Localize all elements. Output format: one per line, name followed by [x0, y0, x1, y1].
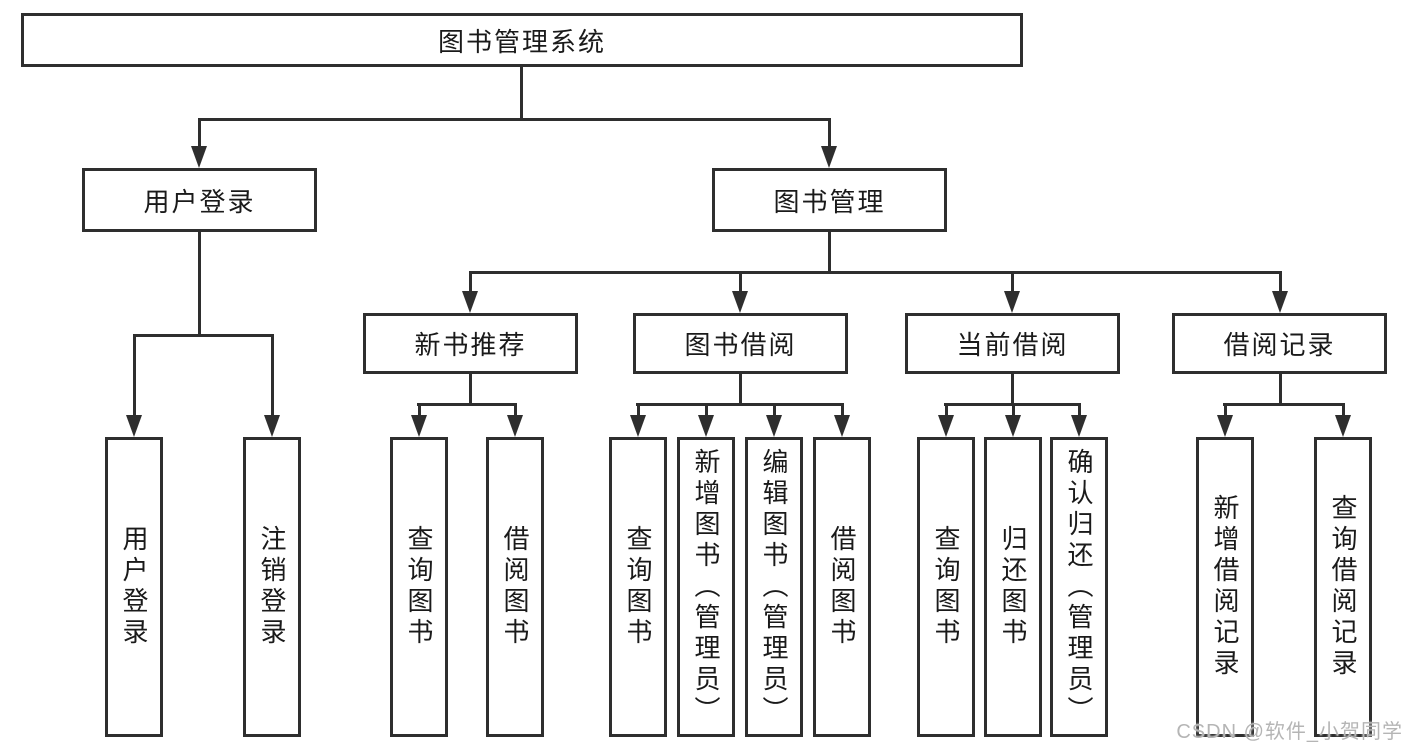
leaf-cb-confirm-return-admin: 确认归还（管理员） [1050, 437, 1108, 737]
edge-line [469, 271, 1282, 274]
edge-line [841, 403, 844, 417]
edge-line [469, 374, 472, 405]
arrowhead-icon [126, 415, 142, 437]
leaf-bb-add-book-admin: 新增图书（管理员） [677, 437, 735, 737]
leaf-label: 查询图书 [931, 525, 961, 649]
leaf-cb-query-book: 查询图书 [917, 437, 975, 737]
node-current-borrow: 当前借阅 [905, 313, 1120, 374]
arrowhead-icon [264, 415, 280, 437]
edge-line [828, 118, 831, 148]
node-book-management: 图书管理 [712, 168, 947, 232]
node-new-book-recommend: 新书推荐 [363, 313, 578, 374]
leaf-nb-borrow-book: 借阅图书 [486, 437, 544, 737]
leaf-logout: 注销登录 [243, 437, 301, 737]
edge-line [1012, 403, 1015, 417]
edge-line [739, 374, 742, 405]
edge-line [773, 403, 776, 417]
leaf-label: 用户登录 [119, 525, 149, 649]
edge-line [739, 271, 742, 293]
leaf-cb-return-book: 归还图书 [984, 437, 1042, 737]
arrowhead-icon [698, 415, 714, 437]
arrowhead-icon [1004, 291, 1020, 313]
arrowhead-icon [630, 415, 646, 437]
leaf-label: 新增图书（管理员） [691, 447, 721, 727]
edge-line [198, 118, 201, 148]
arrowhead-icon [821, 146, 837, 168]
edge-line [1342, 403, 1345, 417]
arrowhead-icon [1217, 415, 1233, 437]
watermark: CSDN @软件_小贺同学 [1176, 721, 1403, 743]
arrowhead-icon [462, 291, 478, 313]
edge-line [198, 118, 831, 121]
edge-line [828, 232, 831, 274]
leaf-label: 查询借阅记录 [1328, 494, 1358, 680]
node-book-borrow: 图书借阅 [633, 313, 848, 374]
leaf-bb-query-book: 查询图书 [609, 437, 667, 737]
node-root: 图书管理系统 [21, 13, 1023, 67]
leaf-label: 归还图书 [998, 525, 1028, 649]
arrowhead-icon [411, 415, 427, 437]
leaf-label: 新增借阅记录 [1210, 494, 1240, 680]
arrowhead-icon [766, 415, 782, 437]
leaf-bb-edit-book-admin: 编辑图书（管理员） [745, 437, 803, 737]
edge-line [1078, 403, 1081, 417]
arrowhead-icon [1005, 415, 1021, 437]
edge-line [418, 403, 421, 417]
edge-line [198, 232, 201, 336]
arrowhead-icon [1335, 415, 1351, 437]
leaf-label: 借阅图书 [500, 525, 530, 649]
arrowhead-icon [834, 415, 850, 437]
leaf-bb-borrow-book: 借阅图书 [813, 437, 871, 737]
edge-line [469, 271, 472, 293]
edge-line [705, 403, 708, 417]
edge-line [1279, 374, 1282, 405]
leaf-br-query-record: 查询借阅记录 [1314, 437, 1372, 737]
edge-line [1011, 271, 1014, 293]
leaf-nb-query-book: 查询图书 [390, 437, 448, 737]
node-borrow-record: 借阅记录 [1172, 313, 1387, 374]
leaf-label: 编辑图书（管理员） [759, 447, 789, 727]
leaf-user-login: 用户登录 [105, 437, 163, 737]
edge-line [514, 403, 517, 417]
leaf-br-add-record: 新增借阅记录 [1196, 437, 1254, 737]
arrowhead-icon [191, 146, 207, 168]
node-user-login: 用户登录 [82, 168, 317, 232]
arrowhead-icon [507, 415, 523, 437]
edge-line [1011, 374, 1014, 405]
edge-line [417, 403, 517, 406]
arrowhead-icon [1272, 291, 1288, 313]
edge-line [133, 334, 136, 417]
arrowhead-icon [1071, 415, 1087, 437]
edge-line [1279, 271, 1282, 293]
edge-line [133, 334, 274, 337]
edge-line [271, 334, 274, 417]
arrowhead-icon [938, 415, 954, 437]
edge-line [636, 403, 844, 406]
edge-line [1223, 403, 1345, 406]
edge-line [1224, 403, 1227, 417]
leaf-label: 注销登录 [257, 525, 287, 649]
edge-line [520, 67, 523, 120]
leaf-label: 确认归还（管理员） [1064, 447, 1094, 727]
leaf-label: 借阅图书 [827, 525, 857, 649]
edge-line [637, 403, 640, 417]
leaf-label: 查询图书 [404, 525, 434, 649]
leaf-label: 查询图书 [623, 525, 653, 649]
arrowhead-icon [732, 291, 748, 313]
edge-line [945, 403, 948, 417]
